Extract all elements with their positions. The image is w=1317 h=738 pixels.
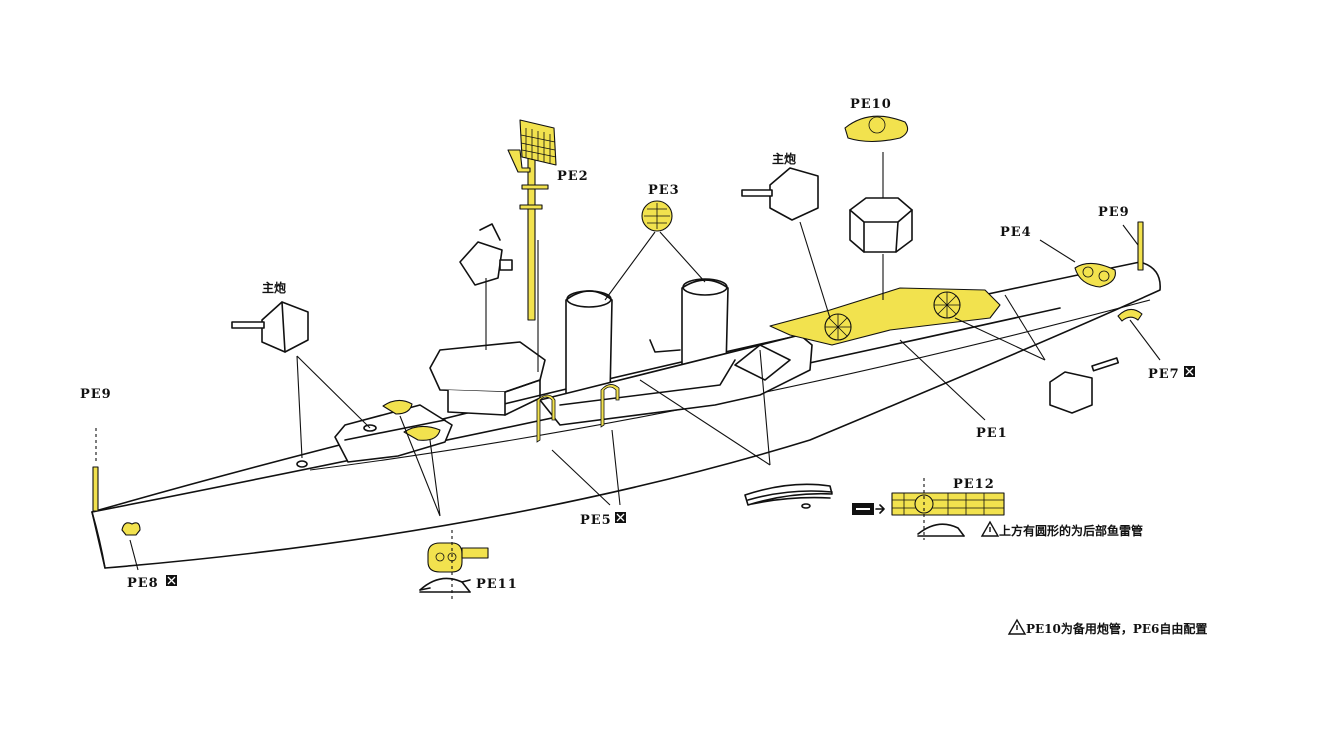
label-pe10: PE10	[850, 97, 892, 112]
aft-turret-block	[849, 197, 913, 253]
label-pe5: PE5	[580, 513, 612, 528]
forward-deck-fittings	[382, 399, 441, 441]
bend-arrow-icon	[419, 577, 471, 593]
option-box-icon	[615, 512, 626, 523]
label-pe12: PE12	[953, 477, 995, 492]
label-pe9-left: PE9	[80, 387, 112, 402]
label-pe7: PE7	[1148, 367, 1180, 382]
main-gun-right	[741, 167, 819, 221]
label-pe11: PE11	[476, 577, 518, 592]
pe7-part	[1117, 308, 1143, 322]
pe1-wheel-1	[824, 313, 852, 341]
label-main-gun-left: 主炮	[262, 280, 286, 295]
label-pe4: PE4	[1000, 225, 1032, 240]
pe3-disc	[641, 200, 673, 232]
bottom-note-text: PE10为备用炮管，PE6自由配置	[1026, 621, 1207, 636]
pe4-part	[1074, 262, 1116, 288]
labels: PE2 PE3 PE10 PE9 PE4 PE7 PE1 PE9 PE5 PE8…	[80, 97, 1180, 592]
rear-gun	[1049, 357, 1120, 414]
pe5-railings	[536, 384, 620, 443]
bottom-note: PE10为备用炮管，PE6自由配置	[1007, 618, 1207, 636]
option-box-icon	[166, 575, 177, 586]
main-gun-left	[231, 301, 309, 353]
forward-superstructure	[334, 341, 546, 463]
pe12-note-text: 上方有圆形的为后部鱼雷管	[999, 523, 1143, 538]
pe12-note: 上方有圆形的为后部鱼雷管	[980, 520, 1143, 538]
label-pe9-right: PE9	[1098, 205, 1130, 220]
pe11-part	[427, 530, 489, 600]
pe1-aft-platform	[769, 287, 1001, 346]
bend-arrow-icon	[917, 523, 965, 537]
pe1-wheel-2	[933, 291, 961, 319]
leader-lines	[95, 152, 1161, 571]
pe8-part	[121, 522, 141, 536]
label-pe8: PE8	[127, 576, 159, 591]
pe10-part	[844, 115, 909, 143]
swap-arrow-icon	[852, 503, 885, 515]
torpedo-tube	[744, 483, 833, 509]
pe9-pole-left	[92, 466, 99, 512]
funnels	[565, 278, 729, 401]
option-box-icon	[1184, 366, 1195, 377]
label-pe2: PE2	[557, 169, 589, 184]
bridge-top	[459, 223, 513, 286]
pe2-mast	[507, 119, 557, 321]
mid-deck	[539, 334, 813, 426]
label-pe1: PE1	[976, 426, 1008, 441]
pe12-part	[891, 478, 1005, 540]
label-main-gun-right: 主炮	[772, 151, 796, 166]
label-pe3: PE3	[648, 183, 680, 198]
pe9-pole-right	[1137, 221, 1144, 271]
